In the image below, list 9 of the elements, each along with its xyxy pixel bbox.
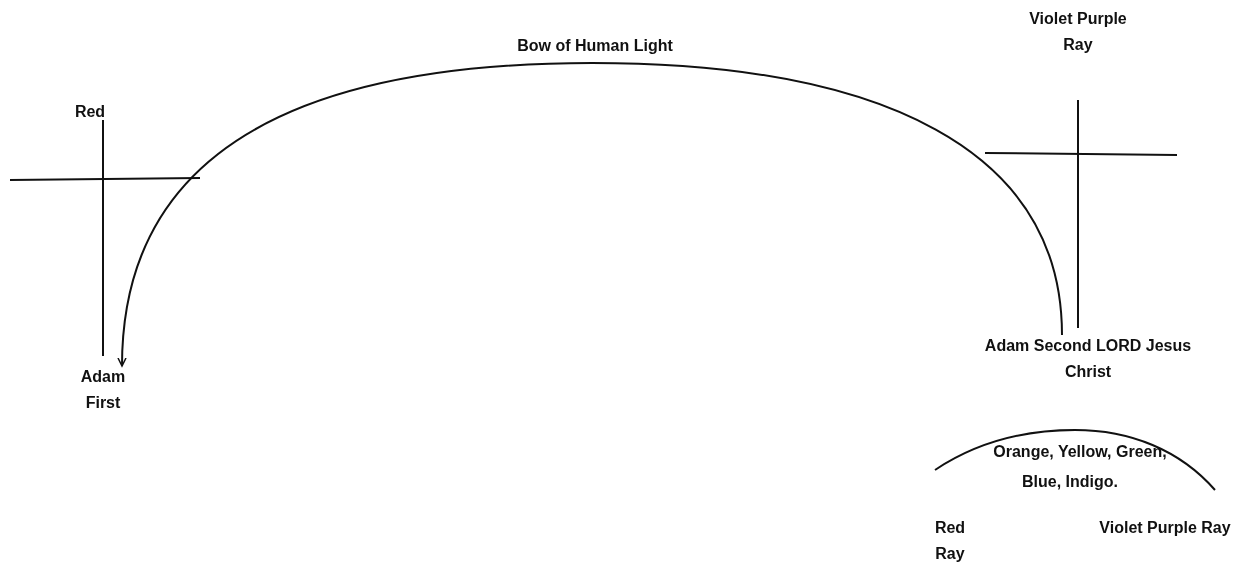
node-label: Adam Second LORD Jesus Christ xyxy=(978,333,1198,385)
text-label: Blue, Indigo. xyxy=(1021,472,1119,492)
node-label: Adam First xyxy=(66,364,140,416)
text-label: Violet Purple Ray xyxy=(1098,518,1232,538)
text-label: Red Ray xyxy=(933,518,967,564)
bow-arc xyxy=(117,62,1063,367)
text-label: Violet Purple Ray xyxy=(1028,9,1128,55)
text-label: Orange, Yellow, Green, xyxy=(992,442,1168,462)
text-label: Red xyxy=(73,102,107,122)
